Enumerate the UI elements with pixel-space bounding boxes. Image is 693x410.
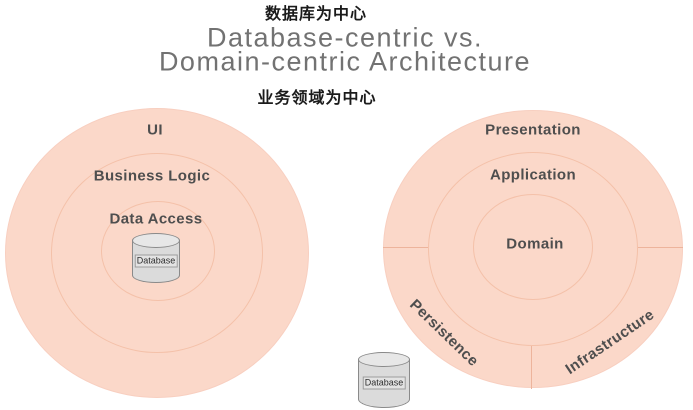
database-label: Database	[362, 376, 406, 390]
ui-layer-label: UI	[147, 121, 163, 139]
diagram-title-line-2: Domain-centric Architecture	[158, 46, 532, 77]
cylinder-cap	[358, 352, 410, 367]
left-inner-ring	[101, 201, 215, 301]
right-inner-ring	[473, 194, 593, 300]
segment-divider-left	[383, 247, 428, 248]
application-layer-label: Application	[489, 166, 577, 184]
right-middle-ring	[428, 152, 638, 346]
data-access-layer-label: Data Access	[109, 210, 203, 228]
cylinder-cap	[132, 233, 180, 248]
left-middle-ring	[51, 153, 263, 353]
presentation-layer-label: Presentation	[485, 121, 581, 139]
database-centric-cn-label: 数据库为中心	[264, 6, 368, 23]
segment-divider-bottom	[531, 346, 532, 389]
database-cylinder-icon: Database	[132, 233, 180, 283]
domain-layer-label: Domain	[506, 235, 564, 253]
business-logic-layer-label: Business Logic	[93, 167, 211, 185]
domain-centric-cn-label: 业务领域为中心	[257, 90, 377, 107]
external-database-cylinder-icon: Database	[358, 352, 410, 408]
diagram-title-line-1: Database-centric vs.	[206, 22, 484, 53]
segment-divider-right	[638, 247, 683, 248]
database-label: Database	[134, 254, 178, 268]
